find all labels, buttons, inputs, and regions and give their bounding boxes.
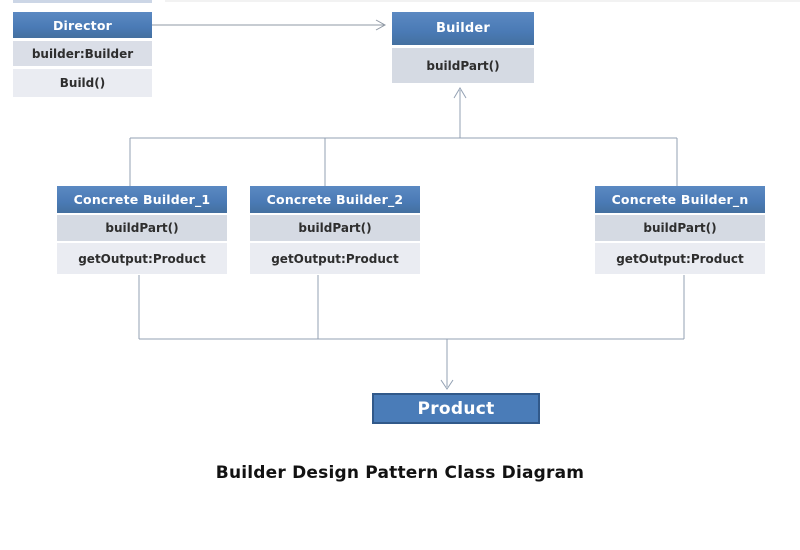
arrowhead-down-icon <box>440 379 454 390</box>
class-box-concrete-builder-n[interactable]: Concrete Builder_n buildPart() getOutput… <box>595 186 765 274</box>
member-cbn-getoutput: getOutput:Product <box>595 243 765 274</box>
arrowhead-up-icon <box>453 87 467 99</box>
class-title-concrete-builder-n: Concrete Builder_n <box>595 186 765 213</box>
class-box-builder[interactable]: Builder buildPart() <box>392 12 534 83</box>
class-title-builder: Builder <box>392 12 534 45</box>
generalization-bus-upper <box>129 87 678 186</box>
class-box-product[interactable]: Product <box>372 393 540 424</box>
class-box-concrete-builder-2[interactable]: Concrete Builder_2 buildPart() getOutput… <box>250 186 420 274</box>
class-title-director: Director <box>13 12 152 38</box>
class-title-concrete-builder-1: Concrete Builder_1 <box>57 186 227 213</box>
top-edge-artifact-blue <box>13 0 152 3</box>
member-cb2-getoutput: getOutput:Product <box>250 243 420 274</box>
arrowhead-right-icon <box>375 19 387 31</box>
diagram-caption: Builder Design Pattern Class Diagram <box>215 463 585 483</box>
member-cb1-getoutput: getOutput:Product <box>57 243 227 274</box>
member-builder-buildpart: buildPart() <box>392 48 534 83</box>
member-cbn-buildpart: buildPart() <box>595 215 765 241</box>
association-director-to-builder <box>152 19 387 31</box>
class-box-concrete-builder-1[interactable]: Concrete Builder_1 buildPart() getOutput… <box>57 186 227 274</box>
member-cb1-buildpart: buildPart() <box>57 215 227 241</box>
top-edge-artifact-gray <box>165 0 800 2</box>
member-director-builder-field: builder:Builder <box>13 41 152 66</box>
member-director-build-method: Build() <box>13 69 152 97</box>
class-title-concrete-builder-2: Concrete Builder_2 <box>250 186 420 213</box>
member-cb2-buildpart: buildPart() <box>250 215 420 241</box>
dependency-bus-lower <box>138 275 685 390</box>
class-box-director[interactable]: Director builder:Builder Build() <box>13 12 152 97</box>
